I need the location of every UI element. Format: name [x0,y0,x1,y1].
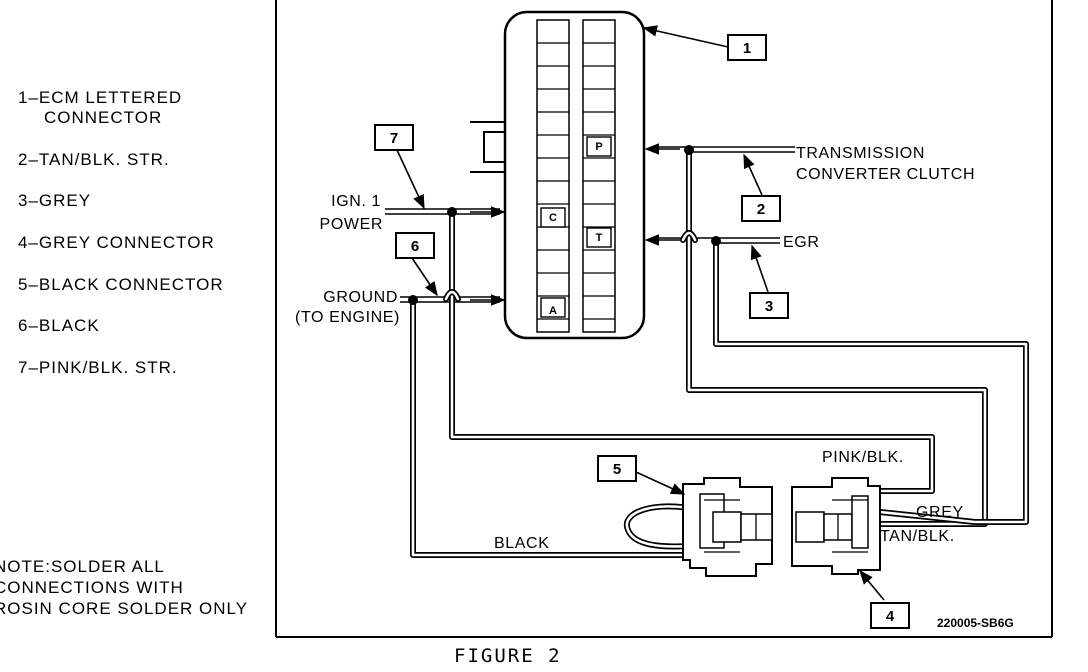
callout-6: 6 [411,238,419,255]
wire-labels: IGN. 1 POWER GROUND (TO ENGINE) TRANSMIS… [295,145,975,552]
label-to-engine: (TO ENGINE) [295,309,400,326]
pin-p-label: P [595,141,602,153]
label-tan-blk: TAN/BLK. [880,528,955,545]
callout-4-leader [859,569,885,601]
legend-item-1: 1–ECM LETTERED [18,88,182,107]
ecm-pin-cavity [540,207,566,228]
pink-blk-harness-inner [450,210,934,493]
tan-blk-harness-outer [686,147,988,527]
callout-6-leader [411,257,438,297]
pin-a-label: A [549,305,557,317]
label-grey: GREY [916,504,964,521]
black-connector [682,477,773,577]
legend-item-2: 2–TAN/BLK. STR. [18,150,170,169]
callout-3-leader [750,244,769,293]
legend-item-7: 7–PINK/BLK. STR. [18,358,178,377]
note-line-2: CONNECTIONS WITH [0,578,184,597]
label-transmission: TRANSMISSION [796,145,925,162]
callout-7-leader [396,149,425,210]
splice-ign [447,207,457,217]
splice-egr [711,236,721,246]
pin-c-label: C [549,212,557,224]
label-egr: EGR [783,234,819,251]
callout-2-leader [743,153,763,196]
callout-5-leader [635,471,686,495]
wiring-harness [385,143,1029,558]
callout-1: 1 [743,40,751,57]
solder-note: NOTE:SOLDER ALL CONNECTIONS WITH ROSIN C… [0,557,248,618]
pin-t-label: T [596,232,603,244]
drawing-code: 220005-SB6G [937,616,1014,630]
splice-tcc [684,145,694,155]
callout-5: 5 [613,461,621,478]
legend-item-1-cont: CONNECTOR [44,108,162,127]
black-loop-inner [625,505,706,548]
legend-item-5: 5–BLACK CONNECTOR [18,275,224,294]
note-line-1: NOTE:SOLDER ALL [0,557,165,576]
label-pink-blk: PINK/BLK. [822,449,904,466]
label-converter-clutch: CONVERTER CLUTCH [796,166,975,183]
label-ground: GROUND [323,289,398,306]
legend-item-3: 3–GREY [18,191,91,210]
label-black: BLACK [494,535,549,552]
tan-blk-hop-inner [681,231,697,242]
grey-connector [791,477,881,575]
callout-4: 4 [886,608,895,625]
grey-harness-inner [714,239,1028,524]
pink-blk-hop-inner [444,290,460,301]
callouts: 1 2 3 4 5 6 7 [374,25,910,629]
legend-item-4: 4–GREY CONNECTOR [18,233,215,252]
grey-harness-outer [713,238,1029,525]
figure-caption: FIGURE 2 [454,645,562,667]
label-power: POWER [320,216,383,233]
ecm-lettered-connector: C A P T [470,10,646,340]
figure-frame [275,0,1053,638]
note-line-3: ROSIN CORE SOLDER ONLY [0,599,248,618]
legend-item-6: 6–BLACK [18,316,100,335]
legend: 1–ECM LETTERED CONNECTOR 2–TAN/BLK. STR.… [18,88,224,377]
black-harness-inner [411,298,708,557]
callout-3: 3 [765,298,773,315]
callout-2: 2 [757,201,765,218]
ecm-pin-cavity [586,227,612,248]
callout-7: 7 [390,130,398,147]
label-ign1: IGN. 1 [331,193,381,210]
ecm-pin-cavity [586,136,612,157]
splice-ground [408,295,418,305]
callout-1-leader [642,25,729,48]
tan-blk-harness-inner [687,148,987,526]
ecm-pin-cavity [540,297,566,318]
